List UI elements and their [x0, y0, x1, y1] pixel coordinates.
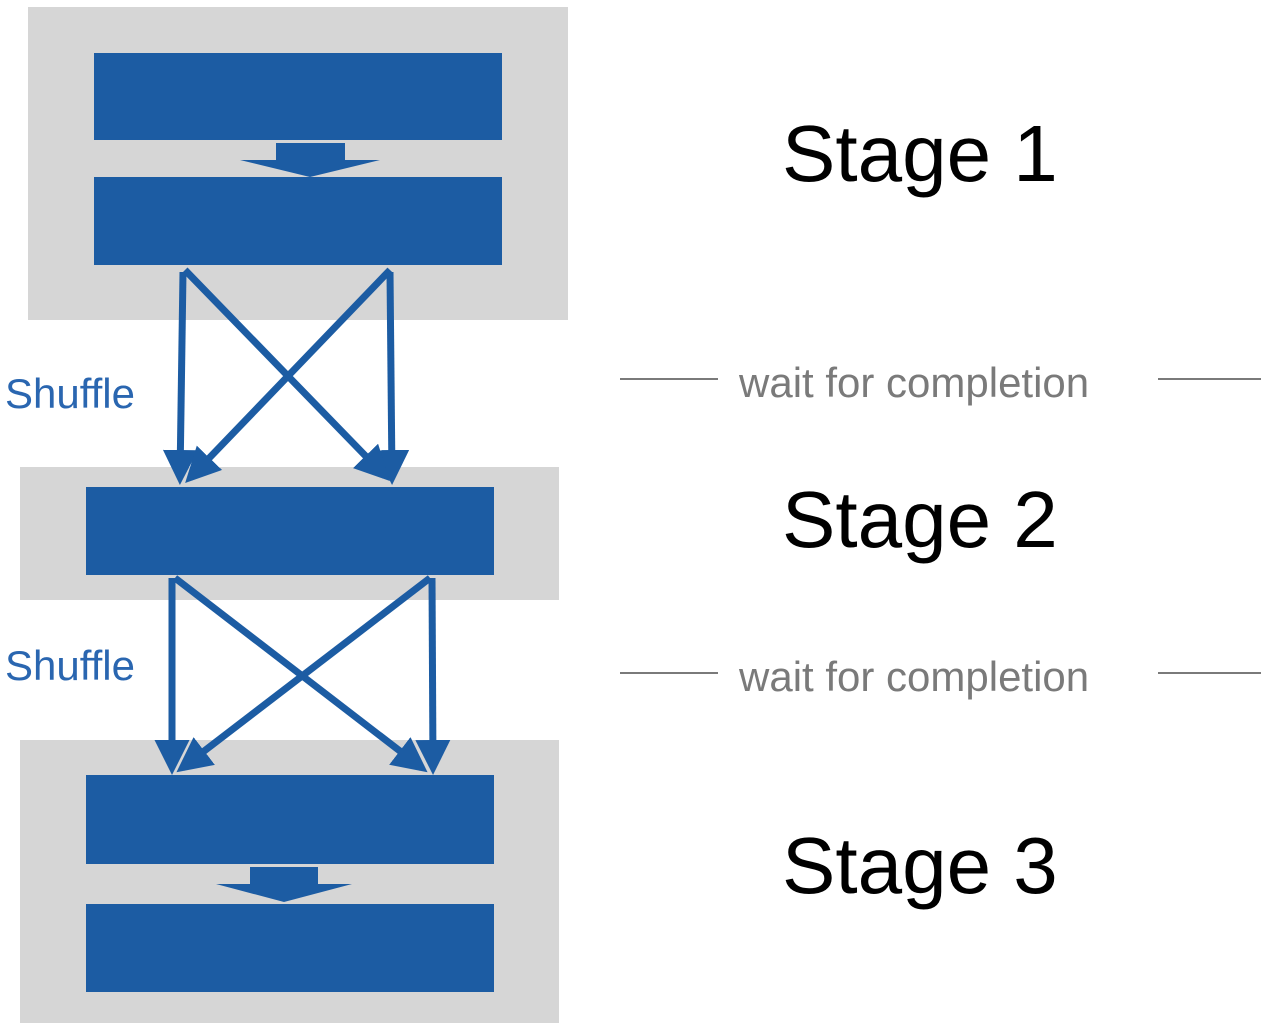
- shuffle-1-label: Shuffle: [5, 370, 135, 417]
- stage-1-task-block-2: [94, 177, 502, 265]
- barrier-2-label: wait for completion: [738, 653, 1089, 700]
- stage-3-pipeline-arrow: [216, 867, 352, 902]
- stage-1-label: Stage 1: [782, 109, 1058, 198]
- stage-1-pipeline-arrow: [240, 143, 380, 177]
- stage-1-task-block-1: [94, 53, 502, 140]
- stage-2-task-block: [86, 487, 494, 575]
- shuffle-1-arrow-left-cross: [182, 267, 390, 482]
- stage-3-task-block-2: [86, 904, 494, 992]
- shuffle-2-label: Shuffle: [5, 642, 135, 689]
- shuffle-1-arrow-left-down: [162, 271, 198, 485]
- shuffle-1-arrow-right-down: [374, 271, 410, 485]
- stage-2-label: Stage 2: [782, 475, 1058, 564]
- shuffle-2-arrow-right-down: [415, 577, 451, 775]
- stage-3-label: Stage 3: [782, 821, 1058, 910]
- shuffle-2-arrow-left-cross: [172, 575, 428, 773]
- stage-3-task-block-1: [86, 775, 494, 864]
- shuffle-2-arrow-right-cross: [176, 575, 433, 773]
- shuffle-1-arrow-right-cross: [185, 267, 393, 484]
- barrier-1-label: wait for completion: [738, 359, 1089, 406]
